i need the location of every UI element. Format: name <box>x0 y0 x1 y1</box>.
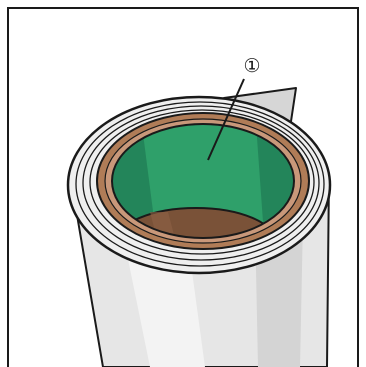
callout-label: ① <box>243 55 260 77</box>
